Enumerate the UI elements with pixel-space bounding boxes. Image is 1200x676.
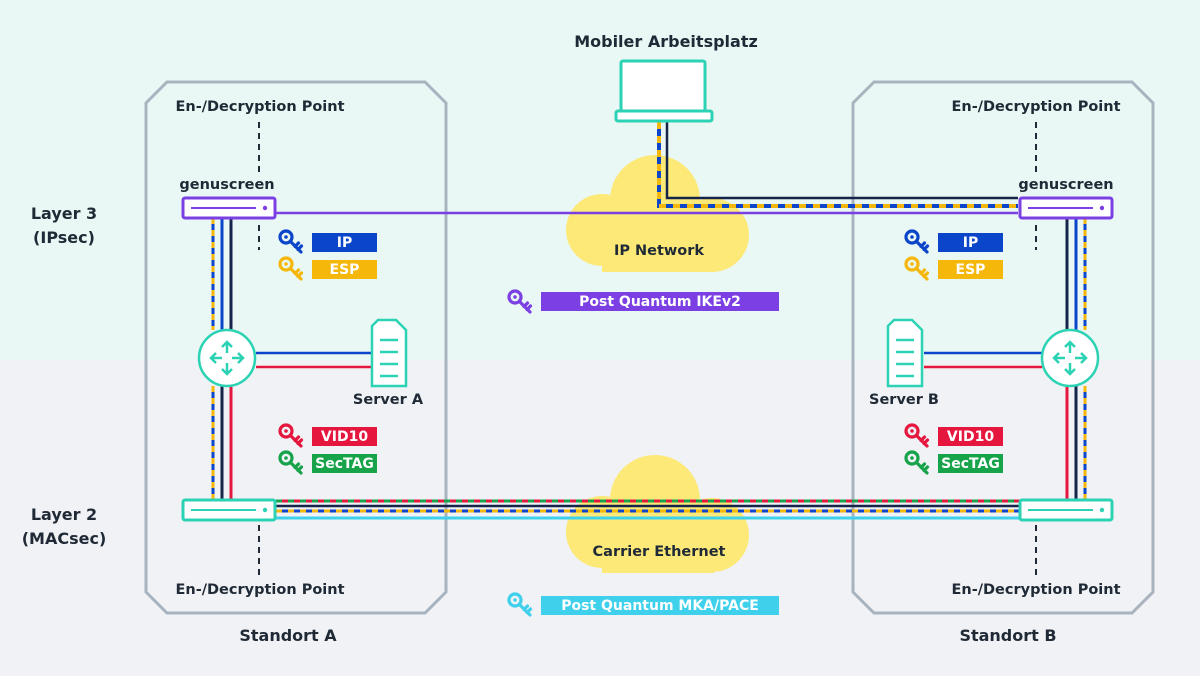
layer2-sub-label: (MACsec)	[22, 529, 107, 548]
tag-pq-mka-bg	[541, 596, 779, 615]
macsec-link-bundle	[276, 499, 1020, 520]
site-b-box	[851, 80, 1155, 615]
tag-ip-b-bg	[938, 233, 1003, 252]
server-a-label: Server A	[353, 392, 424, 408]
layer3-sub-label: (IPsec)	[33, 228, 95, 247]
router-b-icon	[1040, 328, 1100, 388]
tag-vid-a: VID10	[321, 429, 368, 445]
site-a-vertical-links	[211, 218, 233, 500]
tag-sectag-b: SecTAG	[941, 456, 1000, 472]
genuscreen-a-appliance-icon	[181, 196, 277, 220]
site-a-box	[144, 80, 448, 615]
mobile-link	[657, 122, 1018, 208]
edp-b-bottom-label: En-/Decryption Point	[951, 582, 1120, 598]
tag-esp-a: ESP	[330, 262, 360, 278]
genuscreen-b-label: genuscreen	[1018, 177, 1113, 193]
tag-vid-b: VID10	[947, 429, 994, 445]
genuscreen-b-appliance-icon	[1018, 196, 1114, 220]
edp-b-top-label: En-/Decryption Point	[951, 99, 1120, 115]
router-a-icon	[197, 328, 257, 388]
tag-sectag-a-bg	[312, 454, 377, 473]
router-server-links	[256, 351, 1042, 369]
site-b-label: Standort B	[959, 626, 1056, 645]
server-a-icon	[370, 318, 408, 388]
tag-pq-mka: Post Quantum MKA/PACE	[561, 598, 759, 614]
tag-esp-b-bg	[938, 260, 1003, 279]
cloud-ip-label: IP Network	[614, 243, 704, 259]
tag-ip-b: IP	[963, 235, 978, 251]
tag-vid-a-bg	[312, 427, 377, 446]
macsec-a-appliance-icon	[181, 498, 277, 522]
site-a-label: Standort A	[239, 626, 337, 645]
tag-pq-ike: Post Quantum IKEv2	[579, 294, 741, 310]
edp-markers	[258, 122, 1037, 577]
tag-sectag-a: SecTAG	[315, 456, 374, 472]
tag-pq-ike-bg	[541, 292, 779, 311]
tag-vid-b-bg	[938, 427, 1003, 446]
layer2-label: Layer 2	[31, 505, 97, 524]
edp-a-bottom-label: En-/Decryption Point	[175, 582, 344, 598]
tag-ip-a-bg	[312, 233, 377, 252]
cloud-ethernet-label: Carrier Ethernet	[593, 544, 726, 560]
tag-ip-a: IP	[337, 235, 352, 251]
mobile-workstation-label: Mobiler Arbeitsplatz	[574, 32, 758, 51]
genuscreen-a-label: genuscreen	[179, 177, 274, 193]
tag-esp-a-bg	[312, 260, 377, 279]
server-b-icon	[886, 318, 924, 388]
laptop-icon	[614, 59, 714, 123]
server-b-label: Server B	[869, 392, 939, 408]
tag-sectag-b-bg	[938, 454, 1003, 473]
edp-a-top-label: En-/Decryption Point	[175, 99, 344, 115]
tag-esp-b: ESP	[956, 262, 986, 278]
site-b-vertical-links	[1065, 218, 1087, 500]
macsec-b-appliance-icon	[1018, 498, 1114, 522]
layer3-label: Layer 3	[31, 204, 97, 223]
